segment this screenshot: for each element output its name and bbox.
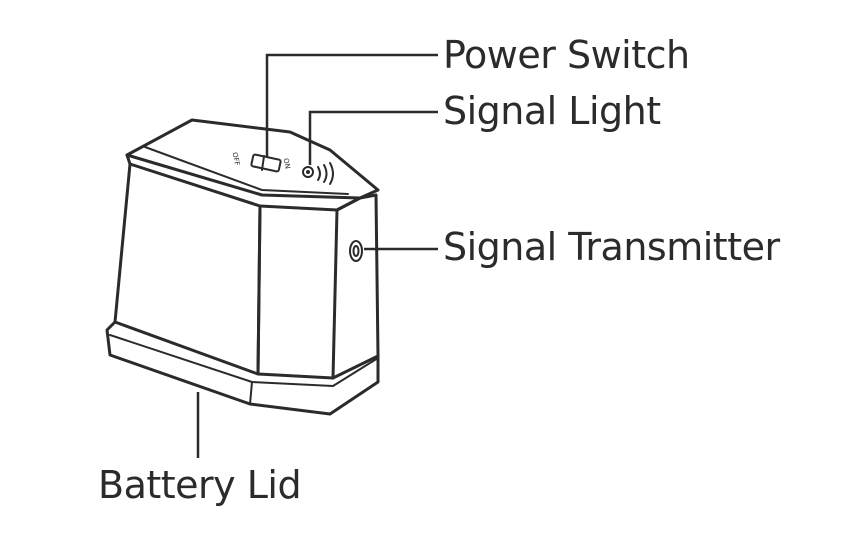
signal-light-dot bbox=[306, 170, 310, 174]
power-switch-label: Power Switch bbox=[443, 33, 690, 77]
top-cap-outline bbox=[125, 118, 380, 200]
battery-lid-divider bbox=[249, 381, 253, 405]
signal-light-ring bbox=[302, 166, 314, 178]
body-side-face bbox=[331, 193, 380, 380]
power-switch: OFF ON bbox=[230, 151, 292, 173]
power-switch-slot bbox=[250, 153, 282, 173]
signal-light-label: Signal Light bbox=[443, 89, 661, 133]
signal-transmitter-label: Signal Transmitter bbox=[443, 225, 780, 269]
power-switch-divider bbox=[261, 155, 265, 171]
device-body bbox=[105, 118, 380, 416]
top-cap-seam bbox=[144, 146, 349, 195]
body-left-face bbox=[113, 162, 262, 376]
transmitter-inner bbox=[352, 245, 360, 257]
switch-off-mark: OFF bbox=[230, 151, 241, 166]
power-switch-leader bbox=[265, 53, 438, 157]
transmitter-port bbox=[349, 240, 363, 262]
signal-transmitter bbox=[349, 240, 363, 262]
body-right-face bbox=[256, 204, 339, 380]
battery-lid-label: Battery Lid bbox=[98, 463, 302, 507]
switch-on-mark: ON bbox=[281, 157, 291, 169]
signal-wave-icon bbox=[317, 162, 334, 185]
signal-light-leader bbox=[308, 110, 438, 165]
battery-lid-edge bbox=[109, 334, 379, 387]
signal-light bbox=[302, 162, 334, 185]
